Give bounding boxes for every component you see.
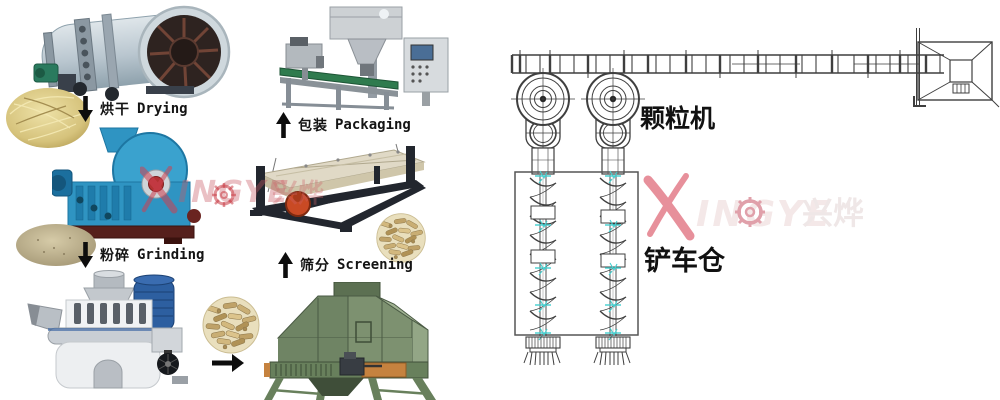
pellet-mill-illustration: [27, 270, 188, 389]
loader-bin-outline: [514, 171, 639, 336]
flow-right-arrow-icon: [212, 352, 244, 378]
down-arrow-icon: [78, 242, 93, 268]
counterflow-cooler-illustration: [264, 282, 436, 400]
pellet-machine-label: 颗粒机: [640, 104, 715, 133]
watermark-latin-text: INGYE: [696, 194, 833, 235]
packaging-conveyor-belt: [279, 67, 399, 90]
step-en: Packaging: [335, 117, 411, 133]
watermark-gear-icon: [735, 197, 765, 227]
step-label-screening: 筛分 Screening: [278, 252, 413, 278]
step-en: Screening: [337, 257, 413, 273]
down-arrow-icon: [78, 96, 93, 122]
vibrating-screen-illustration: [250, 143, 426, 232]
step-zh: 粉碎: [100, 248, 130, 264]
step-label-packaging: 包装 Packaging: [276, 112, 411, 138]
raw-straw-pile: [6, 88, 90, 148]
cooler-discharge-motor: [339, 357, 365, 376]
watermark-gear-icon: [212, 183, 236, 207]
packaging-machine-illustration: [279, 6, 449, 110]
step-zh: 烘干: [100, 102, 130, 118]
up-arrow-icon: [278, 252, 293, 278]
brand-watermark-right: INGYE 兴烨: [643, 173, 864, 241]
loader-bin-label: 铲车仓: [644, 245, 726, 277]
chain-conveyor: [510, 50, 944, 78]
rotary-dryer-illustration: [33, 5, 231, 101]
screw-auger: [529, 175, 627, 336]
grinder-bearing-hub: [148, 176, 164, 192]
pellet-pile-output: [200, 295, 262, 355]
up-arrow-icon: [276, 112, 291, 138]
dryer-fins: [149, 18, 219, 89]
receiving-hopper: [913, 28, 1000, 108]
pellet-machine-unit: [511, 68, 645, 175]
production-line-cad-diagram: INGYE 兴烨: [510, 28, 1000, 366]
step-label-grinding: 粉碎 Grinding: [78, 242, 204, 268]
watermark-cjk-text: 兴烨: [802, 196, 864, 232]
step-en: Grinding: [137, 247, 205, 263]
discharge-feeder: [523, 336, 631, 366]
step-label-drying: 烘干 Drying: [78, 96, 188, 122]
step-zh: 包装: [298, 118, 328, 134]
step-zh: 筛分: [300, 258, 330, 274]
sawdust-pile: [16, 224, 96, 266]
cooler-access-door: [355, 321, 372, 343]
step-en: Drying: [137, 101, 188, 117]
